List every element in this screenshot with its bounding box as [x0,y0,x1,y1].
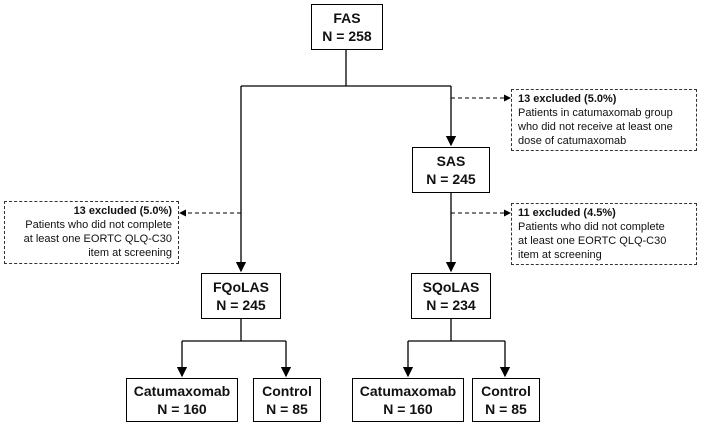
node-sas-count: N = 245 [426,171,476,187]
node-fqolas-control-title: Control [262,383,312,399]
node-sqolas-count: N = 234 [426,297,476,313]
node-fqolas-count: N = 245 [216,297,266,313]
node-fqolas-catumaxomab: Catumaxomab N = 160 [126,378,238,422]
node-sqolas-control-title: Control [481,383,531,399]
exclusion-note-sqolas-line: Patients who did not complete [518,221,665,233]
node-fas-title: FAS [333,10,361,26]
exclusion-note-sqolas-header: 11 excluded (4.5%) [518,207,616,219]
node-fqolas: FQoLAS N = 245 [201,273,281,319]
node-sas: SAS N = 245 [412,147,490,193]
node-sqolas: SQoLAS N = 234 [411,273,491,319]
node-fqolas-control-count: N = 85 [266,401,308,417]
node-sqolas-catumaxomab-title: Catumaxomab [359,383,457,399]
node-fqolas-catumaxomab-title: Catumaxomab [133,383,231,399]
exclusion-note-sas-line: who did not receive at least one [518,121,673,133]
node-fqolas-catumaxomab-count: N = 160 [157,401,207,417]
exclusion-note-fqolas-line: at least one EORTC QLQ-C30 [23,233,172,245]
exclusion-note-sas: 13 excluded (5.0%) Patients in catumaxom… [511,89,697,151]
node-fas: FAS N = 258 [311,4,383,50]
exclusion-note-fqolas-line: item at screening [88,247,172,259]
node-sqolas-catumaxomab-count: N = 160 [383,401,433,417]
exclusion-note-sas-line: dose of catumaxomab [518,135,627,147]
exclusion-note-sas-line: Patients in catumaxomab group [518,107,673,119]
exclusion-note-sqolas: 11 excluded (4.5%) Patients who did not … [511,203,697,265]
node-fqolas-title: FQoLAS [213,279,269,295]
exclusion-note-fqolas-header: 13 excluded (5.0%) [73,205,172,217]
node-sqolas-catumaxomab: Catumaxomab N = 160 [352,378,464,422]
exclusion-note-sqolas-line: item at screening [518,249,602,261]
node-fas-count: N = 258 [322,28,372,44]
node-sqolas-control-count: N = 85 [485,401,527,417]
node-sqolas-control: Control N = 85 [472,378,540,422]
exclusion-note-sqolas-line: at least one EORTC QLQ-C30 [518,235,667,247]
exclusion-note-sas-header: 13 excluded (5.0%) [518,93,617,105]
exclusion-note-fqolas: 13 excluded (5.0%) Patients who did not … [4,201,179,264]
exclusion-note-fqolas-line: Patients who did not complete [25,219,172,231]
node-sas-title: SAS [436,153,466,169]
node-sqolas-title: SQoLAS [422,279,480,295]
node-fqolas-control: Control N = 85 [253,378,321,422]
